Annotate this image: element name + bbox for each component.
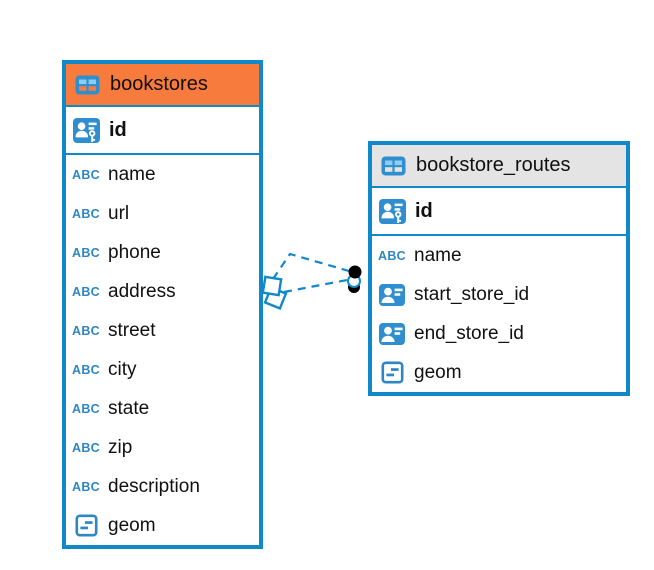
- table-icon: [73, 75, 101, 95]
- text-type-icon: ABC: [72, 479, 100, 494]
- table-title: bookstore_routes: [416, 154, 571, 176]
- column-row-geom[interactable]: geom: [372, 353, 626, 392]
- geometry-type-icon: [72, 514, 100, 537]
- column-label: id: [109, 118, 127, 141]
- column-label: street: [108, 319, 156, 341]
- text-type-icon: ABC: [72, 362, 100, 377]
- foreign-key-icon: [378, 322, 406, 345]
- column-row-address[interactable]: ABC address: [66, 272, 259, 311]
- column-label: description: [108, 475, 200, 497]
- geometry-type-icon: [378, 361, 406, 384]
- primary-key-icon: [72, 117, 100, 143]
- column-label: city: [108, 358, 137, 380]
- column-row-end-store-id[interactable]: end_store_id: [372, 314, 626, 353]
- text-type-icon: ABC: [72, 206, 100, 221]
- column-label: phone: [108, 241, 161, 263]
- column-row-zip[interactable]: ABC zip: [66, 428, 259, 467]
- table-bookstores[interactable]: bookstores id ABC name: [62, 60, 263, 549]
- text-type-icon: ABC: [72, 401, 100, 416]
- table-icon: [379, 156, 407, 176]
- relation-dot-icon: [347, 265, 362, 293]
- relation-line-end-store[interactable]: [283, 278, 348, 294]
- table-bookstores-header[interactable]: bookstores: [66, 64, 259, 107]
- column-row-id[interactable]: id: [66, 107, 259, 155]
- column-label: id: [415, 199, 433, 222]
- column-label: url: [108, 202, 130, 224]
- primary-key-icon: [378, 198, 406, 224]
- column-label: state: [108, 397, 150, 419]
- column-row-geom[interactable]: geom: [66, 506, 259, 545]
- column-label: geom: [108, 514, 156, 536]
- column-label: name: [108, 163, 156, 185]
- foreign-key-icon: [378, 283, 406, 306]
- text-type-icon: ABC: [72, 323, 100, 338]
- column-row-phone[interactable]: ABC phone: [66, 233, 259, 272]
- column-row-id[interactable]: id: [372, 188, 626, 236]
- column-row-state[interactable]: ABC state: [66, 389, 259, 428]
- text-type-icon: ABC: [378, 248, 406, 263]
- column-label: address: [108, 280, 176, 302]
- column-label: name: [414, 244, 462, 266]
- column-label: geom: [414, 361, 462, 383]
- column-row-name[interactable]: ABC name: [66, 155, 259, 194]
- column-label: zip: [108, 436, 133, 458]
- table-bookstore-routes[interactable]: bookstore_routes id ABC name: [368, 141, 630, 396]
- column-label: end_store_id: [414, 322, 524, 344]
- column-row-city[interactable]: ABC city: [66, 350, 259, 389]
- text-type-icon: ABC: [72, 284, 100, 299]
- relation-diamond-icon: [261, 275, 288, 310]
- table-bookstore-routes-header[interactable]: bookstore_routes: [372, 145, 626, 188]
- text-type-icon: ABC: [72, 440, 100, 455]
- column-row-description[interactable]: ABC description: [66, 467, 259, 506]
- text-type-icon: ABC: [72, 245, 100, 260]
- column-row-street[interactable]: ABC street: [66, 311, 259, 350]
- column-row-start-store-id[interactable]: start_store_id: [372, 275, 626, 314]
- text-type-icon: ABC: [72, 167, 100, 182]
- table-title: bookstores: [110, 73, 208, 95]
- column-row-name[interactable]: ABC name: [372, 236, 626, 275]
- column-row-url[interactable]: ABC url: [66, 194, 259, 233]
- relation-line-start-store[interactable]: [272, 252, 350, 280]
- column-label: start_store_id: [414, 283, 530, 305]
